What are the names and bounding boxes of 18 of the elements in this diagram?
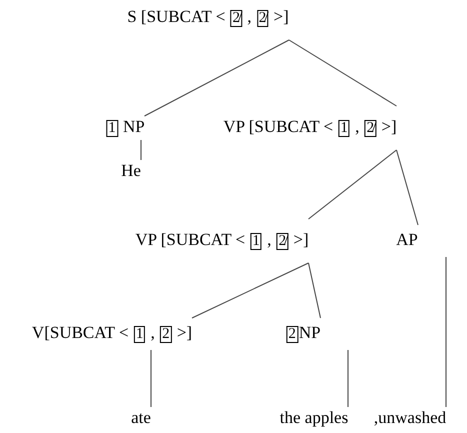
- tree-node-label: 1 NP: [105, 116, 145, 138]
- tree-branch: [150, 350, 152, 408]
- tree-node-label: VP [SUBCAT < 1 , 2̸ >]: [135, 229, 309, 251]
- tree-branch: [396, 150, 418, 226]
- tree-branch: [144, 40, 290, 116]
- tree-node-label: He: [121, 160, 141, 182]
- tree-node-label: ,unwashed: [374, 407, 446, 429]
- tree-branch: [192, 262, 309, 318]
- tree-node-label: ate: [131, 407, 151, 429]
- tree-node-label: VP [SUBCAT < 1 , 2̸ >]: [223, 116, 397, 138]
- tree-node-label: V[SUBCAT < 1 , 2 >]: [32, 322, 192, 344]
- tree-branch: [288, 40, 397, 106]
- tree-node-label: the apples: [280, 407, 348, 429]
- tree-branch: [308, 150, 397, 220]
- tree-branch: [308, 262, 321, 318]
- tree-node-label: S [SUBCAT < 2̸ , 2̸ >]: [127, 6, 289, 28]
- tree-node-label: AP: [396, 229, 418, 251]
- tree-branch: [140, 140, 142, 160]
